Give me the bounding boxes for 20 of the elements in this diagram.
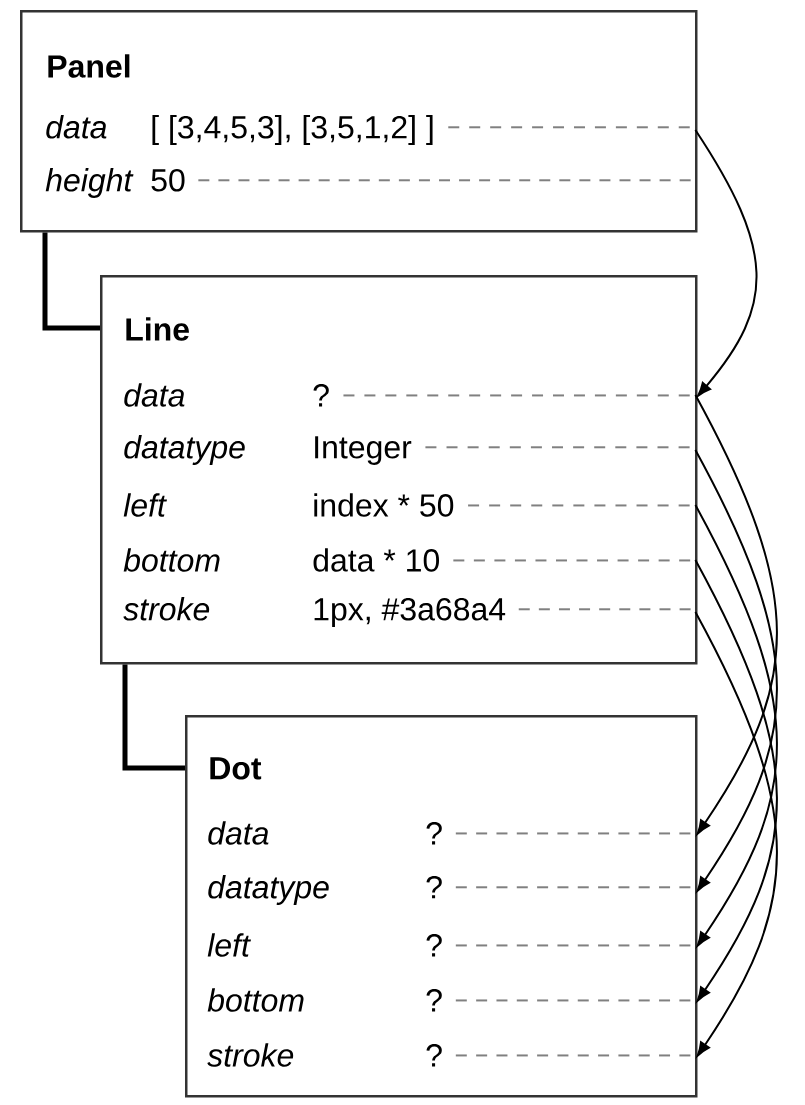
arrow: [694, 611, 778, 1057]
property-row: height 50: [45, 168, 692, 198]
property-row: data [ [3,4,5,3], [3,5,1,2] ]: [46, 115, 691, 145]
arrow: [694, 129, 758, 397]
property-row: data ?: [208, 821, 692, 845]
connector-line: [122, 664, 185, 771]
property-row: left index * 50: [123, 493, 691, 517]
arrow: [694, 559, 778, 1002]
property-row: left ?: [207, 933, 692, 957]
arrow: [694, 394, 778, 835]
property-row: datatype ?: [208, 875, 692, 905]
connector-line: [42, 232, 100, 331]
property-row: stroke ?: [207, 1043, 692, 1067]
property-row: data ?: [124, 383, 691, 407]
property-row: datatype Integer: [124, 435, 691, 465]
arrow: [694, 504, 778, 947]
property-row: bottom data * 10: [123, 548, 692, 572]
arrow: [694, 449, 778, 892]
property-row: stroke 1px, #3a68a4: [123, 597, 692, 627]
property-row: bottom ?: [207, 988, 692, 1012]
